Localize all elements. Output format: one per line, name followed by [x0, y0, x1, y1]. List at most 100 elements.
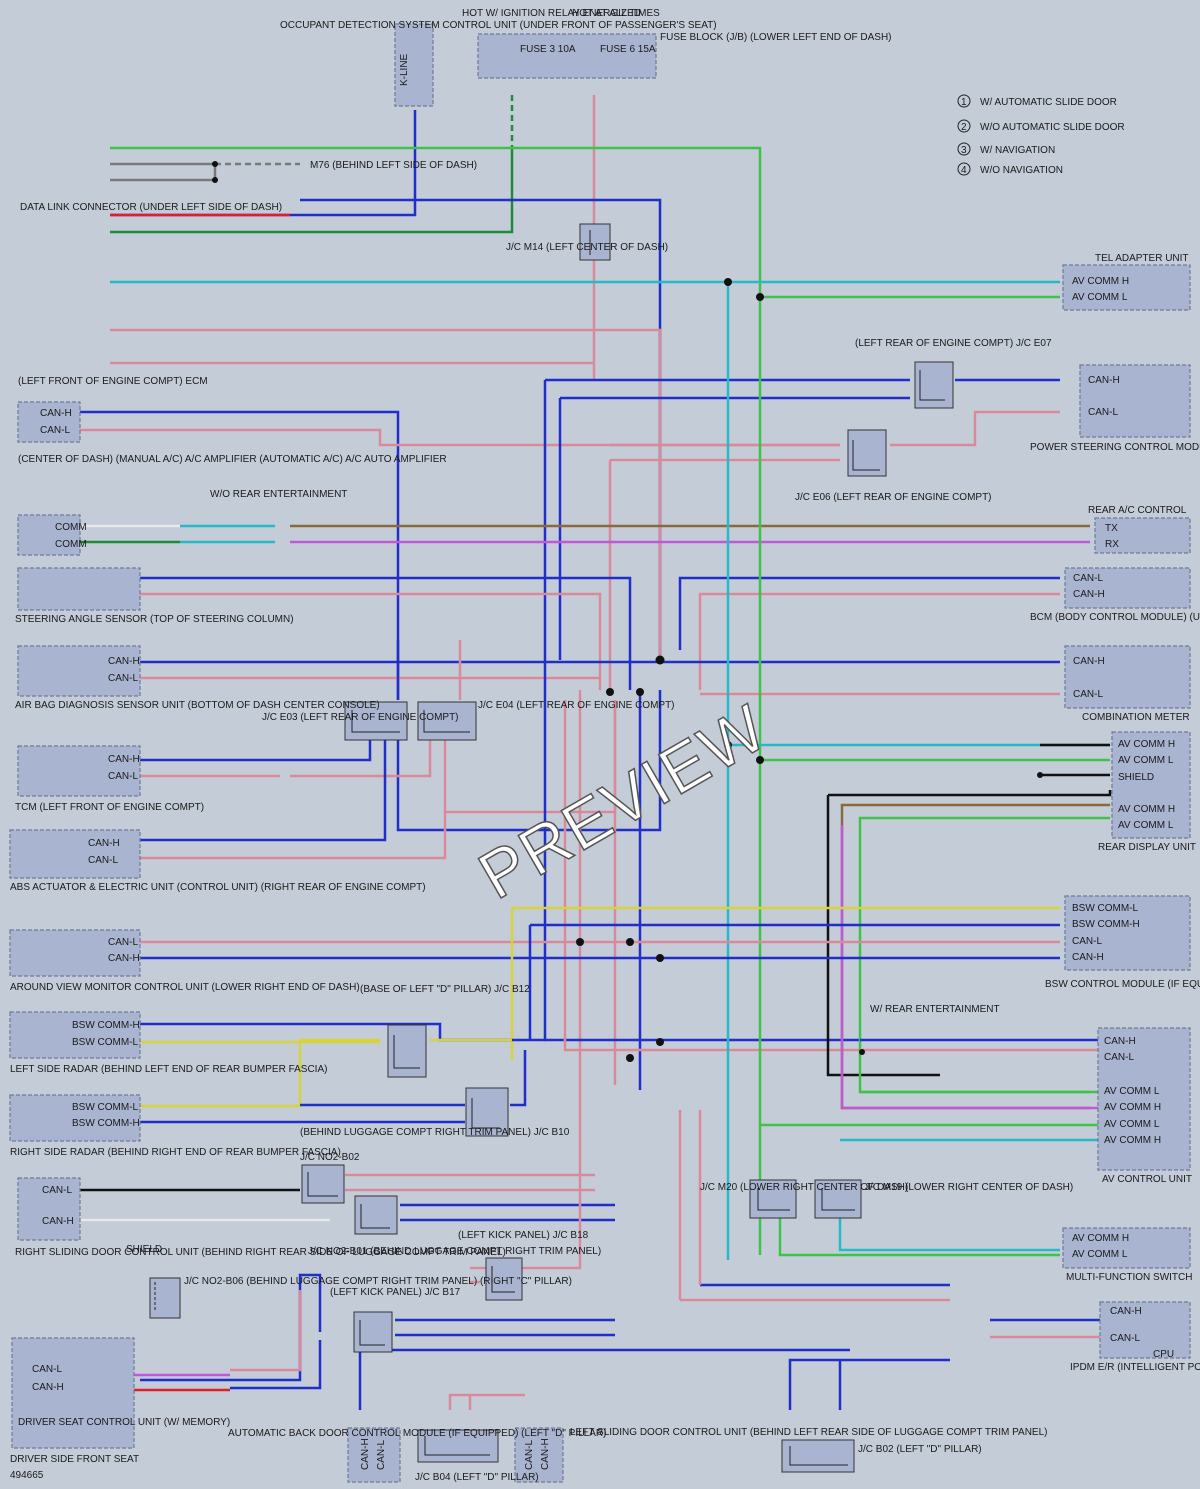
legend-text-1: W/ AUTOMATIC SLIDE DOOR: [980, 97, 1117, 108]
wire-tcm-pnk2: [290, 740, 432, 778]
jc-m20-label: J/C M20 (LOWER RIGHT CENTER OF DASH): [700, 1182, 908, 1193]
around-label: AROUND VIEW MONITOR CONTROL UNIT (LOWER …: [10, 982, 360, 993]
rr-label: RIGHT SIDE RADAR (BEHIND RIGHT END OF RE…: [10, 1147, 341, 1158]
wire-dsfs-blu: [230, 1340, 322, 1390]
rr-commh: BSW COMM-H: [72, 1118, 140, 1129]
rear-ac-box: [1094, 517, 1191, 554]
ecm-canh: CAN-H: [40, 408, 72, 419]
hot-all-label: HOT AT ALL TIMES: [572, 8, 660, 19]
lsd-box: [514, 1427, 564, 1483]
wire-steer-blu: [140, 576, 632, 690]
components: [9, 23, 1191, 1483]
rsd-shield: SHIELD: [126, 1244, 162, 1255]
kline-label: K-LINE: [399, 53, 410, 86]
lr-label: LEFT SIDE RADAR (BEHIND LEFT END OF REAR…: [10, 1064, 327, 1075]
rear-disp-box: [1111, 731, 1191, 839]
wire-b01n-blu: [400, 1203, 615, 1222]
occupant-box: [394, 23, 434, 107]
tel-avl: AV COMM L: [1072, 292, 1128, 303]
wire-mfs-ltblu: [838, 1212, 1060, 1252]
left-radar-box: [9, 1011, 141, 1059]
mfs-label: MULTI-FUNCTION SWITCH: [1066, 1272, 1192, 1283]
ipdm-canl: CAN-L: [1110, 1333, 1140, 1344]
dsfs2-label: DRIVER SIDE FRONT SEAT: [10, 1454, 139, 1465]
bcm-label: BCM (BODY CONTROL MODULE) (UPPER LEFT SI…: [1030, 612, 1200, 623]
jc-m19-label: J/C M19 (LOWER RIGHT CENTER OF DASH): [865, 1182, 1073, 1193]
steer-box: [17, 567, 141, 611]
ps-canl: CAN-L: [1088, 407, 1118, 418]
rear-ac-label: REAR A/C CONTROL: [1088, 505, 1187, 516]
jc-e04-label: J/C E04 (LEFT REAR OF ENGINE COMPT): [478, 700, 675, 711]
rd-avl: AV COMM L: [1118, 755, 1174, 766]
jc-b01n-label: J/C NO2-B01 (BEHIND LUGGAGE COMPT RIGHT …: [308, 1246, 601, 1257]
ipdm-label: IPDM E/R (INTELLIGENT POWER DISTRIBUTION…: [1070, 1362, 1200, 1373]
jc-e03-box: [344, 701, 408, 741]
ps-canh: CAN-H: [1088, 375, 1120, 386]
jc-b17-label: (LEFT KICK PANEL) J/C B17: [330, 1287, 461, 1298]
av-avh2: AV COMM H: [1104, 1135, 1161, 1146]
occupant-label: OCCUPANT DETECTION SYSTEM CONTROL UNIT (…: [280, 20, 717, 31]
av-avl2: AV COMM L: [1104, 1119, 1160, 1130]
jc-e06-label: J/C E06 (LEFT REAR OF ENGINE COMPT): [795, 492, 992, 503]
airbag-box: [17, 645, 141, 697]
lsd-canh: CAN-H: [540, 1438, 551, 1470]
bsw-commh: BSW COMM-H: [1072, 919, 1140, 930]
jc-b12-label: (BASE OF LEFT "D" PILLAR) J/C B12: [360, 984, 530, 995]
wire-b02-blu: [788, 1358, 950, 1410]
rd-avl2: AV COMM L: [1118, 820, 1174, 831]
fuse-block-label: FUSE BLOCK (J/B) (LOWER LEFT END OF DASH…: [660, 32, 892, 43]
wire-ecm-blu: [80, 410, 400, 700]
rd-avh2: AV COMM H: [1118, 804, 1175, 815]
wire-rd-shield: [826, 790, 1112, 1077]
ps-label: POWER STEERING CONTROL MODULE (RIGHT REA…: [1030, 442, 1200, 453]
rsd-label: RIGHT SLIDING DOOR CONTROL UNIT (BEHIND …: [15, 1247, 506, 1258]
fuse3-label: FUSE 3 10A: [520, 44, 576, 55]
doc-id: 494665: [10, 1470, 44, 1481]
bsw-canh: CAN-H: [1072, 952, 1104, 963]
rear-ac-tx: TX: [1105, 523, 1118, 534]
around-box: [9, 929, 141, 977]
jc-m14-label: J/C M14 (LEFT CENTER OF DASH): [506, 242, 668, 253]
abd-canl: CAN-L: [376, 1440, 387, 1470]
m76-label: M76 (BEHIND LEFT SIDE OF DASH): [310, 160, 477, 171]
lr-commh: BSW COMM-H: [72, 1020, 140, 1031]
ac-label: (CENTER OF DASH) (MANUAL A/C) A/C AMPLIF…: [18, 454, 447, 465]
tcm-canl: CAN-L: [108, 771, 138, 782]
legend-num-3: 3: [961, 145, 967, 156]
bsw-box: [1064, 895, 1191, 971]
wire-b04-pnk: [448, 1393, 525, 1410]
wire-mfs-ltgrn: [778, 1212, 1060, 1257]
legend: 1 W/ AUTOMATIC SLIDE DOOR 2 W/O AUTOMATI…: [957, 94, 1125, 176]
dlc-label: DATA LINK CONNECTOR (UNDER LEFT SIDE OF …: [20, 202, 282, 213]
ac-box: [17, 514, 81, 556]
wire-bcm-blu: [678, 576, 1060, 650]
fuse-block-box: [477, 33, 657, 79]
wire-gry-4: [110, 162, 217, 182]
bcm-box: [1064, 567, 1191, 609]
bcm-canl: CAN-L: [1073, 573, 1103, 584]
wire-steer-pnk: [140, 592, 602, 690]
av-avh: AV COMM H: [1104, 1102, 1161, 1113]
abs-box: [9, 829, 141, 879]
abs-label: ABS ACTUATOR & ELECTRIC UNIT (CONTROL UN…: [10, 882, 426, 893]
bsw-label: BSW CONTROL MODULE (IF EQUIPPED) (BOTTOM…: [1045, 979, 1200, 990]
tcm-canh: CAN-H: [108, 754, 140, 765]
wire-e07-down: [543, 380, 562, 660]
wire-bcm-pnk: [698, 592, 1060, 690]
jc-e04-box: [417, 701, 477, 741]
lsd-canl: CAN-L: [524, 1440, 535, 1470]
wire-lr-blu: [140, 1022, 545, 1042]
wire-rd-blk: [1040, 743, 1110, 777]
abd-box: [347, 1427, 401, 1483]
mfs-avl: AV COMM L: [1072, 1249, 1128, 1260]
av-box: [1097, 1027, 1191, 1171]
bcm-canh: CAN-H: [1073, 589, 1105, 600]
ipdm-box: [1099, 1301, 1191, 1359]
av-canl: CAN-L: [1104, 1052, 1134, 1063]
wire-ecm-pnk: [80, 428, 840, 447]
hot-ign-label: HOT W/ IGNITION RELAY ENERGIZED: [462, 8, 641, 19]
dsfs-box: [11, 1337, 135, 1449]
jc-b04-box: [417, 1429, 499, 1463]
labels: OCCUPANT DETECTION SYSTEM CONTROL UNIT (…: [10, 8, 1200, 1483]
